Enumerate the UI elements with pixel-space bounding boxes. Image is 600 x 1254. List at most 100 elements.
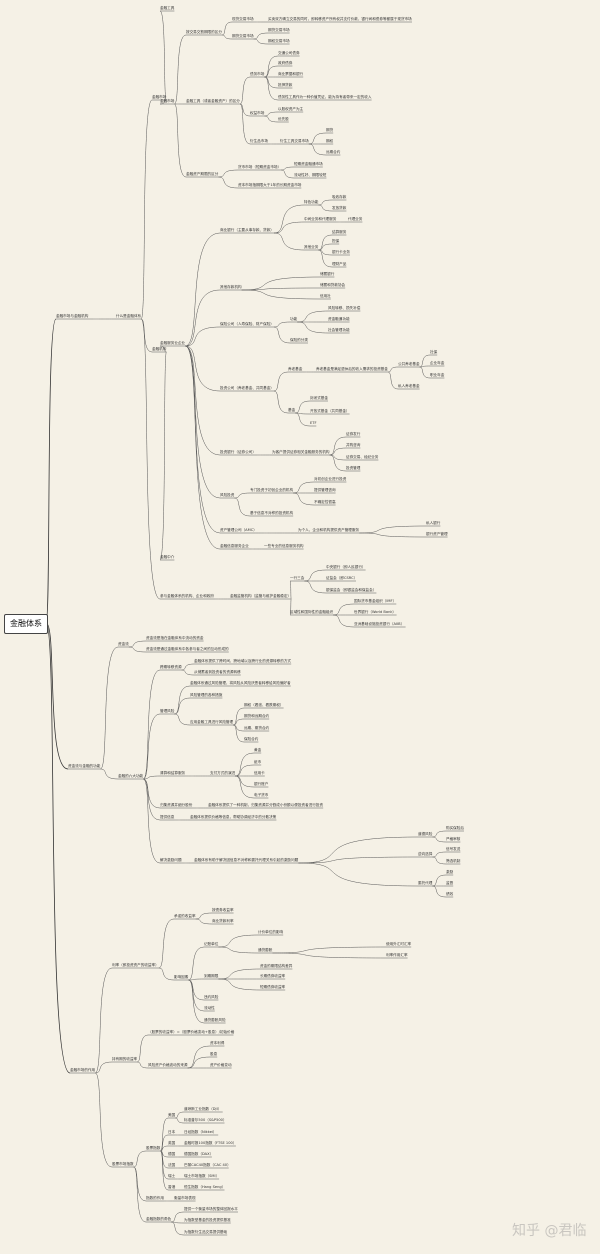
node-f42[interactable]: 监督: [446, 881, 454, 885]
node-e51[interactable]: 巴黎CAC40指数（CAC 40）: [184, 1163, 231, 1167]
node-e2[interactable]: 期货交易市场: [232, 34, 254, 38]
node-e33[interactable]: 黄金: [254, 748, 262, 752]
node-d22[interactable]: 金融体系有助于解决因信息不对称和委托代理关系引起的激励问题: [194, 858, 299, 862]
root-node[interactable]: 金融体系: [4, 614, 48, 634]
node-e39[interactable]: 逆向选择: [418, 852, 433, 856]
node-d34[interactable]: 日本: [168, 1130, 176, 1134]
node-e16[interactable]: 养老基金: [288, 367, 303, 371]
node-e13[interactable]: 信用社: [320, 294, 331, 298]
node-c1[interactable]: 金融工具: [160, 6, 175, 10]
node-c14[interactable]: 承诺的收益率: [174, 914, 196, 918]
node-f8[interactable]: 债务性工具作为一种价值凭证，能为持有者带来一定的收入: [278, 95, 372, 99]
node-f18[interactable]: 担保: [332, 239, 340, 243]
node-e23[interactable]: 中央银行（即人民银行）: [326, 565, 366, 569]
node-e40[interactable]: 委托代理: [418, 881, 433, 885]
node-f9[interactable]: 以股权资产为主: [278, 107, 304, 111]
node-f26[interactable]: 开放式基金（共同基金）: [310, 409, 350, 413]
node-c13[interactable]: 解决激励问题: [160, 858, 182, 862]
node-e32[interactable]: 保险合约: [244, 737, 259, 741]
node-f24[interactable]: 养老基金是满足退休后的收入需求的投资基金: [316, 367, 388, 371]
node-d27[interactable]: 违约风险: [204, 995, 219, 999]
node-c18[interactable]: 股票指数: [146, 1146, 161, 1150]
node-f19[interactable]: 银行卡业务: [332, 250, 350, 254]
node-e35[interactable]: 信用卡: [254, 771, 265, 775]
node-c9[interactable]: 管理风险: [160, 709, 175, 713]
node-a4[interactable]: 金融市场的作用: [70, 1068, 96, 1072]
node-e49[interactable]: 金融时报100指数（FTSE 100）: [184, 1141, 237, 1145]
node-c3[interactable]: 金融服务业企业: [160, 341, 186, 345]
node-c6[interactable]: 资金流是指在金融体系中流动的资金: [146, 636, 204, 640]
node-e48[interactable]: 日经指数（Nikkei）: [184, 1130, 217, 1134]
node-e45[interactable]: 短期债券收益率: [260, 985, 286, 989]
node-e50[interactable]: 德国指数（DAX）: [184, 1152, 214, 1156]
node-c2[interactable]: 金融市场: [160, 99, 175, 103]
node-d33[interactable]: 美国: [168, 1113, 176, 1117]
node-f35[interactable]: 私人银行: [426, 521, 441, 525]
node-d10[interactable]: 资产管理公司（AMC）: [220, 528, 257, 532]
node-f13[interactable]: 流动性好、期限较短: [294, 173, 327, 177]
node-e19[interactable]: 专门投资于初创企业的机构: [250, 488, 294, 492]
node-c16[interactable]: （股票的收益率）=（股票价格变动+股息）/初始价格: [148, 1030, 235, 1034]
node-e20[interactable]: 基于信息不对称的投资机构: [250, 511, 294, 515]
node-c20[interactable]: 金融指数的角色: [146, 1217, 172, 1221]
node-d15[interactable]: 从储蓄者到投资者的资源转移: [194, 670, 241, 674]
node-e22[interactable]: 一些专业的信息服务机构: [264, 544, 304, 548]
node-d14[interactable]: 金融体系提供了跨时间、跨地域以及跨行业的资源转移的方式: [194, 659, 292, 663]
node-e47[interactable]: 标准普尔500（S&P500）: [184, 1118, 227, 1122]
node-d37[interactable]: 法国: [168, 1163, 176, 1167]
node-f38[interactable]: 严格审核: [446, 837, 461, 841]
node-d36[interactable]: 德国: [168, 1152, 176, 1156]
node-e31[interactable]: 远期、期货合约: [244, 726, 270, 730]
node-f11[interactable]: 衍生工具交易市场: [280, 139, 309, 143]
node-d1[interactable]: 按交易交割期限的区分: [186, 30, 222, 34]
node-f4[interactable]: 交通公司债券: [278, 51, 300, 55]
node-d18[interactable]: 应用金融工具进行风险管理: [190, 720, 234, 724]
node-d32[interactable]: 资产价格变动: [210, 1063, 232, 1067]
node-f2[interactable]: 期货交易市场: [268, 28, 290, 32]
node-d3[interactable]: 金融资产期限的区分: [186, 172, 219, 176]
node-f22[interactable]: 资金融通功能: [328, 317, 350, 321]
node-e10[interactable]: 其他业务: [304, 245, 319, 249]
node-e43[interactable]: 资金的期限结构差异: [260, 964, 293, 968]
node-e41[interactable]: 计价单位的影响: [258, 930, 284, 934]
node-f14[interactable]: 吸收存款: [332, 195, 347, 199]
node-g4[interactable]: 公共养老基金: [398, 362, 420, 366]
node-f39[interactable]: 信号发送: [446, 847, 461, 851]
node-g1[interactable]: 期货: [326, 128, 334, 132]
node-d21[interactable]: 金融体系提供价格等信息，帮助协调经济中的分散决策: [190, 815, 277, 819]
node-e15[interactable]: 保险的分类: [290, 338, 308, 342]
node-e12[interactable]: 储蓄和贷款协会: [320, 283, 346, 287]
node-d23[interactable]: 按债券收益率: [212, 908, 234, 912]
node-c5[interactable]: 金融监管机构（监管与维护金融稳定）: [230, 594, 292, 598]
node-d43[interactable]: 为指数衍生品交易提供基础: [184, 1230, 228, 1234]
node-e14[interactable]: 功能: [290, 317, 298, 321]
node-f43[interactable]: 绩效: [446, 892, 454, 896]
node-d31[interactable]: 股息: [210, 1052, 218, 1056]
node-e42[interactable]: 通货膨胀: [258, 948, 273, 952]
node-g3[interactable]: 远期合约: [326, 150, 341, 154]
node-f3[interactable]: 期权交易市场: [268, 39, 290, 43]
node-f16[interactable]: 代理业务: [348, 217, 363, 221]
node-g2[interactable]: 期权: [326, 139, 334, 143]
node-f7[interactable]: 抵押贷款: [278, 83, 293, 87]
node-f45[interactable]: 利率作用汇率: [386, 953, 408, 957]
node-e38[interactable]: 道德风险: [418, 832, 433, 836]
node-a1[interactable]: 金融市场与金融机构: [56, 314, 89, 318]
node-e27[interactable]: 世界银行（World Bank）: [354, 610, 397, 614]
node-d28[interactable]: 流动性: [204, 1006, 215, 1010]
node-f6[interactable]: 商业票据和银行: [278, 72, 304, 76]
node-f33[interactable]: 提供管理咨询: [314, 488, 336, 492]
node-e26[interactable]: 国际货币基金组织（IMF）: [354, 599, 397, 603]
node-e7[interactable]: 资本市场指期限大于1年的长期资金市场: [238, 183, 302, 187]
node-b6[interactable]: 利率（即投资资产的收益率）: [112, 963, 159, 967]
node-c7[interactable]: 资金流是通过金融体系中各参与者之间的互动形成的: [146, 647, 229, 651]
node-f25[interactable]: 封闭式基金: [310, 396, 328, 400]
node-a3[interactable]: 资金流与金融的功能: [68, 764, 101, 768]
node-f12[interactable]: 短期资金融通市场: [294, 162, 323, 166]
node-e6[interactable]: 货币市场（短期资金市场）: [238, 165, 282, 169]
node-e18[interactable]: 为客户提供证券相关金融服务的机构: [272, 450, 330, 454]
node-e25[interactable]: 银保监会（即银监会和保监会）: [326, 588, 377, 592]
node-e28[interactable]: 亚洲基础设施投资银行（AIIB）: [354, 622, 405, 626]
node-f20[interactable]: 理财产品: [332, 262, 347, 266]
node-d40[interactable]: 衡量市场表现: [174, 1196, 196, 1200]
